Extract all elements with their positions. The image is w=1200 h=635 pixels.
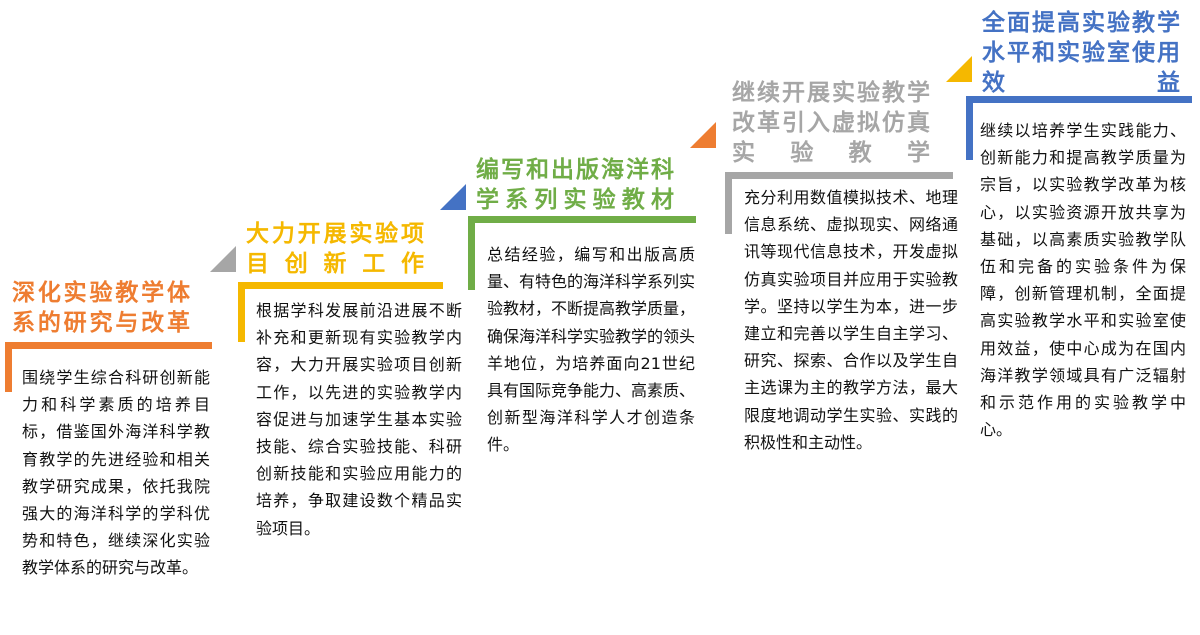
bracket-side (5, 342, 12, 392)
step-body: 总结经验，编写和出版高质量、有特色的海洋科学系列实验教材，不断提高教学质量，确保… (487, 245, 696, 455)
step-arrow-corner (210, 246, 236, 272)
step-arrow-corner (946, 56, 972, 82)
step-body: 根据学科发展前沿进展不断补充和更新现有实验教学内容，大力开展实验项目创新工作，以… (256, 301, 462, 538)
bracket-top (238, 282, 443, 289)
step-title: 全面提高实验教学 水平和实验室使用 效益 (982, 10, 1180, 96)
bracket-top (725, 172, 953, 179)
bracket-side (725, 172, 732, 234)
bracket-side (966, 96, 973, 160)
bracket-side (468, 216, 475, 290)
bracket-top (468, 216, 696, 223)
bracket-top (966, 96, 1192, 103)
step-arrow-corner (440, 184, 466, 210)
step-title: 大力开展实验项 目创新工作 (246, 221, 424, 277)
step-body: 继续以培养学生实践能力、创新能力和提高教学质量为宗旨，以实验教学改革为核心，以实… (980, 121, 1186, 440)
step-arrow-corner (690, 122, 716, 148)
step-body: 充分利用数值模拟技术、地理信息系统、虚拟现实、网络通讯等现代信息技术，开发虚拟仿… (744, 188, 958, 452)
step-title: 继续开展实验教学 改革引入虚拟仿真 实验教学 (732, 80, 930, 166)
step-body: 围绕学生综合科研创新能力和科学素质的培养目标，借鉴国外海洋科学教育教学的先进经验… (22, 368, 210, 578)
bracket-side (238, 282, 245, 342)
step-title: 深化实验教学体 系的研究与改革 (12, 280, 190, 336)
step-title: 编写和出版海洋科 学系列实验教材 (476, 157, 674, 213)
bracket-top (5, 342, 212, 349)
